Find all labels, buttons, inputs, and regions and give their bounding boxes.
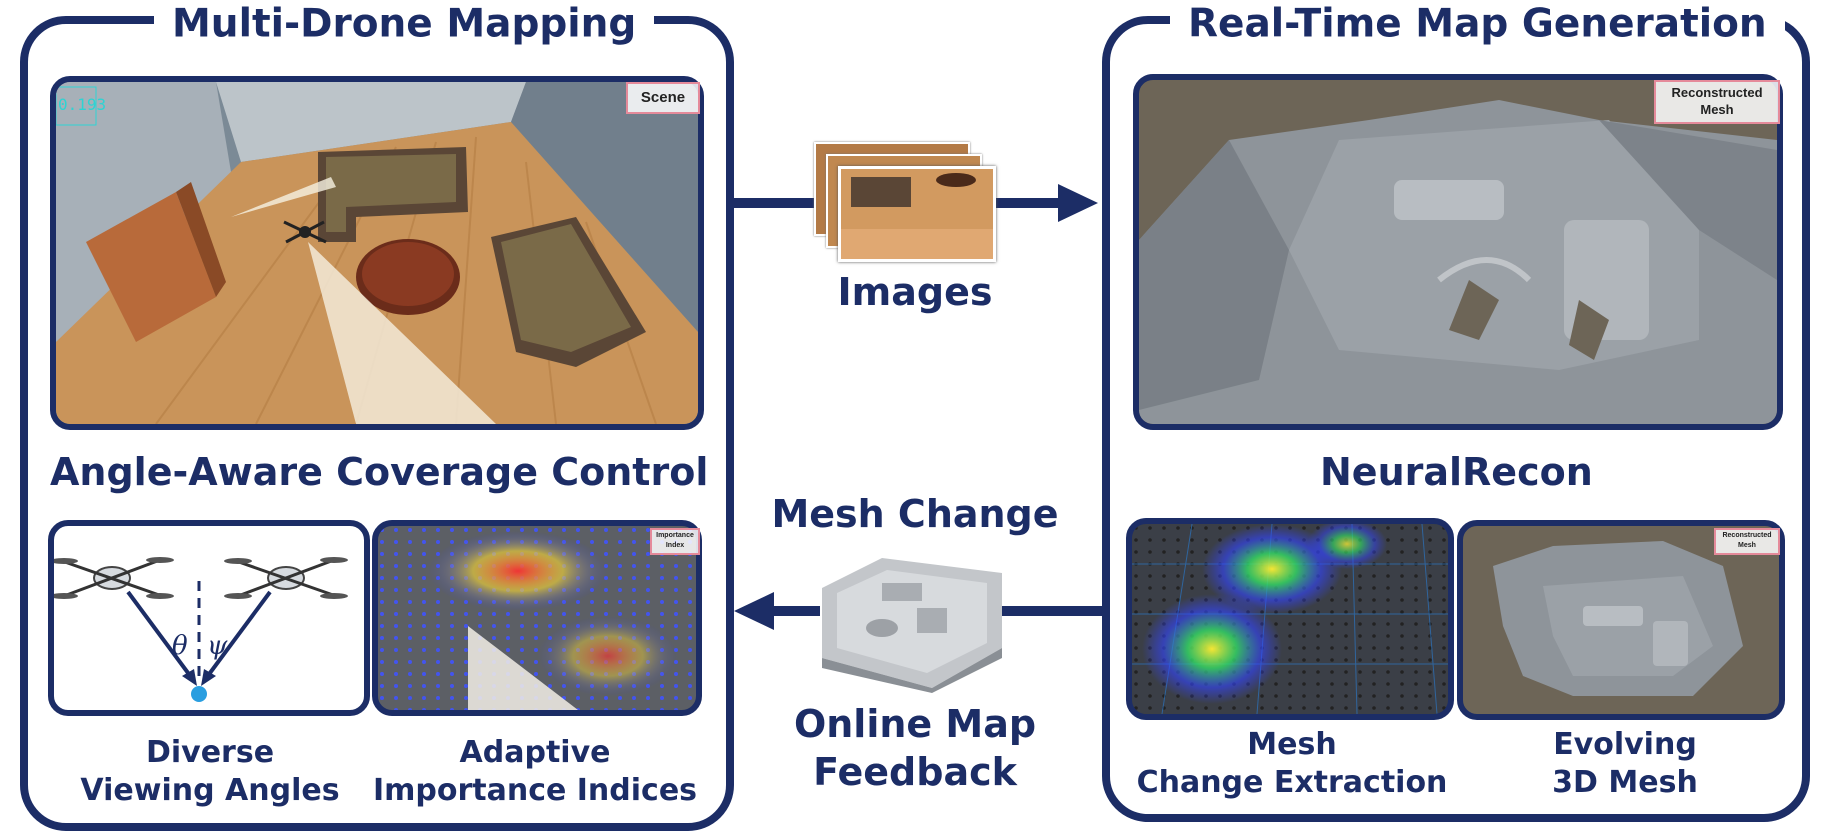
online-map-feedback-label: Online Map Feedback: [770, 700, 1060, 796]
mesh-tag-line2: Mesh: [1700, 102, 1734, 117]
images-arrow-head: [1058, 184, 1098, 222]
mesh-change-extraction-label: Mesh Change Extraction: [1130, 726, 1454, 802]
small-mesh-tag: Reconstructed Mesh: [1714, 528, 1780, 555]
multi-drone-mapping-panel: Multi-Drone Mapping: [20, 1, 734, 831]
feedback-arrow-head: [734, 592, 774, 630]
scene-view: 0.193: [50, 76, 704, 430]
small-mesh-illustration: [1493, 541, 1743, 696]
adaptive-importance-indices-label: Adaptive Importance Indices: [360, 734, 710, 810]
small-mesh-tag-line2: Mesh: [1738, 542, 1756, 549]
feedback-line2: Feedback: [813, 750, 1017, 794]
theta-symbol: θ: [172, 631, 188, 661]
scene-tag-label: Scene: [640, 89, 686, 106]
mesh-change-icon: [822, 558, 1002, 693]
psi-symbol: ψ: [207, 631, 228, 661]
importance-tag-line2: Index: [665, 542, 685, 549]
evolving-mesh-line2: 3D Mesh: [1552, 765, 1698, 800]
mesh-illustration: [1139, 100, 1777, 424]
change-heatmap-illustration: [1132, 524, 1448, 714]
evolving-3d-mesh-label: Evolving 3D Mesh: [1480, 726, 1770, 802]
reconstructed-mesh-view: [1133, 74, 1783, 430]
importance-tag-line1: Importance: [656, 532, 694, 539]
small-mesh-tag-line1: Reconstructed: [1722, 532, 1772, 539]
diverse-viewing-angles-label: Diverse Viewing Angles: [60, 734, 360, 810]
importance-indices-line2: Importance Indices: [372, 773, 698, 808]
viewing-angles-line2: Viewing Angles: [80, 773, 340, 808]
mesh-change-extraction-view: [1126, 518, 1454, 720]
scene-illustration: 0.193: [56, 82, 698, 424]
panel-title: Real-Time Map Generation: [1170, 1, 1785, 47]
evolving-mesh-view: [1457, 520, 1785, 720]
mesh-change-extraction-line1: Mesh: [1247, 727, 1337, 762]
mesh-tag-line1: Reconstructed: [1671, 85, 1763, 100]
angle-aware-coverage-control-label: Angle-Aware Coverage Control: [50, 450, 709, 494]
importance-grid-illustration: [378, 526, 696, 710]
feedback-line1: Online Map: [793, 702, 1037, 746]
drone-angles-illustration: θ ψ: [54, 557, 348, 702]
viewing-angles-line1: Diverse: [145, 735, 275, 770]
scene-tag: Scene: [626, 82, 700, 114]
importance-indices-view: [372, 520, 702, 716]
scene-readout: 0.193: [58, 95, 106, 114]
drone-left-icon: [54, 557, 174, 599]
importance-indices-line1: Adaptive: [459, 735, 611, 770]
evolving-mesh-line1: Evolving: [1553, 727, 1697, 762]
mesh-change-extraction-line2: Change Extraction: [1136, 765, 1448, 800]
mesh-change-label: Mesh Change: [771, 492, 1059, 536]
image-stack-icon: [814, 142, 996, 262]
real-time-map-generation-panel: Real-Time Map Generation: [1102, 1, 1810, 822]
drone-right-icon: [224, 557, 348, 599]
importance-index-tag: Importance Index: [650, 528, 700, 555]
images-label: Images: [837, 270, 993, 314]
viewing-angles-diagram: θ ψ: [48, 520, 370, 716]
panel-title: Multi-Drone Mapping: [154, 1, 655, 47]
reconstructed-mesh-tag: Reconstructed Mesh: [1654, 80, 1780, 124]
neuralrecon-label: NeuralRecon: [1320, 450, 1593, 494]
